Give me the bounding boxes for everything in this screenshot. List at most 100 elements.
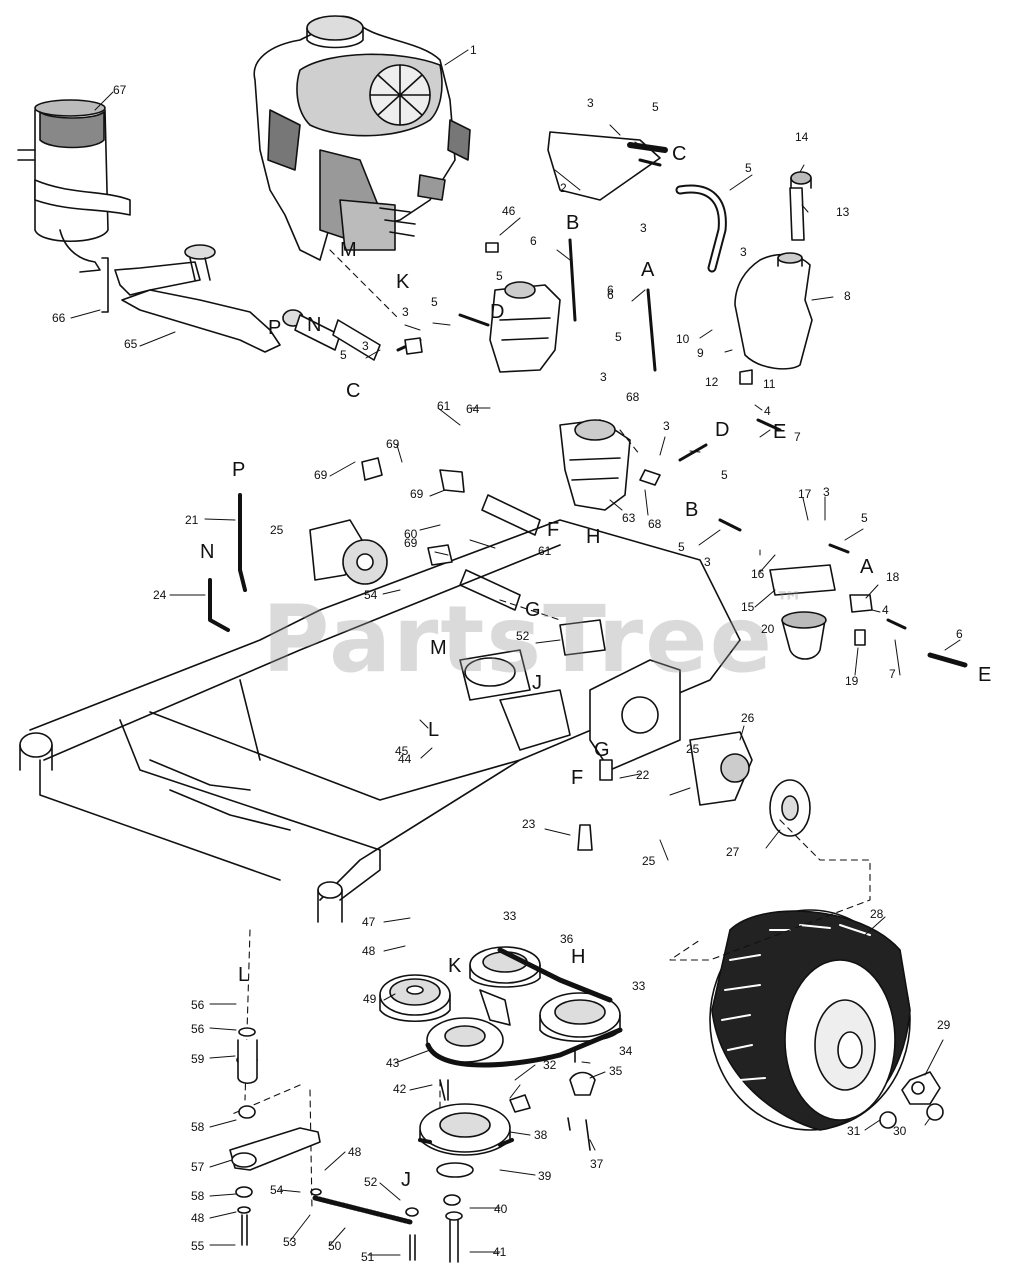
part-number: 3 (600, 370, 607, 384)
hose-springs (396, 158, 968, 668)
part-number: 3 (704, 555, 711, 569)
part-number: 5 (721, 468, 728, 482)
part-number: 68 (648, 517, 662, 531)
part-number: 19 (845, 674, 859, 688)
part-number: 41 (493, 1245, 507, 1259)
part-number: 24 (153, 588, 167, 602)
part-number: 61 (538, 544, 552, 558)
part-number: 32 (543, 1058, 557, 1072)
part-number: 14 (795, 130, 809, 144)
ref-letter: N (307, 314, 322, 336)
part-number: 2 (560, 181, 567, 195)
part-number: 63 (622, 511, 636, 525)
part-number: 48 (362, 944, 376, 958)
part-number: 30 (893, 1124, 907, 1138)
part-number: 42 (393, 1082, 407, 1096)
part-number: 13 (836, 205, 850, 219)
part-number: 20 (761, 622, 775, 636)
ref-letter: A (641, 259, 655, 281)
part-number: 5 (652, 100, 659, 114)
part-number: 28 (870, 907, 884, 921)
ref-letter: E (773, 421, 787, 443)
hydraulic-filter (769, 564, 836, 660)
ref-letter: H (586, 526, 601, 548)
part-number: 65 (124, 337, 138, 351)
part-number: 3 (402, 305, 409, 319)
part-number: 37 (590, 1157, 604, 1171)
part-number: 33 (632, 979, 646, 993)
part-number: 33 (503, 909, 517, 923)
part-number: 68 (626, 390, 640, 404)
part-number: 5 (861, 511, 868, 525)
mower-frame (19, 519, 741, 923)
ref-letter: G (525, 599, 541, 621)
part-number: 66 (52, 311, 66, 325)
part-number: 45 (395, 744, 409, 758)
part-number: 17 (798, 487, 812, 501)
exhaust-pipe (101, 244, 304, 353)
part-number: 3 (640, 221, 647, 235)
ref-letter: K (396, 271, 410, 293)
part-number: 8 (844, 289, 851, 303)
part-number: 3 (823, 485, 830, 499)
assembly-lines (229, 249, 871, 1211)
ref-letter: N (200, 541, 215, 563)
part-number: 47 (362, 915, 376, 929)
part-number: 39 (538, 1169, 552, 1183)
part-number: 4 (882, 603, 889, 617)
part-number: 12 (705, 375, 719, 389)
part-number: 25 (686, 742, 700, 756)
part-number: 61 (437, 399, 451, 413)
part-number: 5 (496, 269, 503, 283)
ref-letter: L (238, 964, 250, 986)
muffler (17, 99, 131, 273)
ref-letter: P (268, 317, 282, 339)
part-number: 31 (847, 1124, 861, 1138)
rear-tire (709, 909, 911, 1131)
ref-letter: E (978, 664, 992, 686)
part-number: 15 (741, 600, 755, 614)
fuel-hoses (547, 131, 727, 273)
part-number: 5 (745, 161, 752, 175)
part-number: 6 (607, 288, 614, 302)
part-number: 35 (609, 1064, 623, 1078)
part-number: 6 (956, 627, 963, 641)
part-number: 48 (191, 1211, 205, 1225)
part-number: 58 (191, 1189, 205, 1203)
part-number: 36 (560, 932, 574, 946)
ref-letter: B (685, 499, 699, 521)
part-number: 1 (470, 43, 477, 57)
part-number: 3 (362, 339, 369, 353)
part-number: 57 (191, 1160, 205, 1174)
ref-letter: C (672, 143, 687, 165)
hydraulic-pumps (489, 281, 631, 511)
engine (253, 15, 471, 261)
part-number: 60 (404, 527, 418, 541)
part-number: 25 (642, 854, 656, 868)
part-number: 54 (364, 588, 378, 602)
part-number: 43 (386, 1056, 400, 1070)
wheel-motors (309, 519, 753, 806)
part-number: 56 (191, 998, 205, 1012)
part-number: 46 (502, 204, 516, 218)
part-number: 52 (516, 629, 530, 643)
ref-letter: K (448, 955, 462, 977)
wheel-hub (769, 779, 811, 837)
fittings (361, 242, 873, 851)
part-number: 52 (364, 1175, 378, 1189)
part-number: 49 (363, 992, 377, 1006)
part-number: 10 (676, 332, 690, 346)
leader-lines (70, 49, 961, 1256)
part-number: 5 (678, 540, 685, 554)
part-number: 18 (886, 570, 900, 584)
part-number: 4 (764, 404, 771, 418)
ref-letter: F (547, 519, 560, 541)
fuel-tank (734, 171, 813, 370)
part-number: 23 (522, 817, 536, 831)
part-number: 56 (191, 1022, 205, 1036)
part-number: 6 (530, 234, 537, 248)
part-number: 50 (328, 1239, 342, 1253)
part-number: 21 (185, 513, 199, 527)
